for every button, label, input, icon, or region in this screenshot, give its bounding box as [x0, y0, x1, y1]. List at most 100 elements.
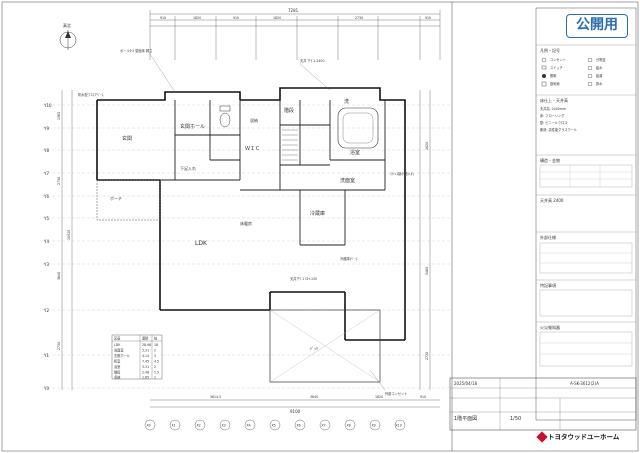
dim-left-3: 2730: [57, 342, 61, 350]
row-label: Y10: [43, 103, 52, 108]
area-cell: 1.5: [154, 371, 159, 375]
area-cell: 3.31: [142, 349, 149, 353]
area-cell: 4.5: [154, 360, 159, 364]
area-cell: 2: [154, 349, 156, 353]
note: ボールﾀｲﾙ 壁面床 脚立: [120, 48, 153, 53]
area-cell: 1: [154, 376, 156, 380]
annotations: ボールﾀｲﾙ 壁面床 脚立 天井 下ﾗ 1-2400 防水型フロアﾍﾞｰｽ ｽﾃ…: [78, 48, 415, 396]
area-table: 区画 面積 帖 LDK 28.98 18 洗面室 3.31 2 玄関ホール 4.…: [111, 334, 163, 380]
label-porch: ポーチ: [110, 195, 122, 201]
label-shoe: 下足入れ: [180, 165, 196, 171]
area-cell: 洗面室: [114, 348, 124, 353]
row-label: Y6: [43, 194, 49, 199]
area-cell: 階段: [114, 370, 121, 375]
dim-left-2: 3640: [57, 272, 61, 280]
legend-item: 給湯: [596, 73, 603, 78]
dim-left-total: 10920: [67, 230, 71, 240]
public-badge: 公開用: [566, 14, 628, 38]
legend-items: コンセント スイッチ 照明 換気扇 分電盤 給水 給湯 排水: [541, 57, 606, 87]
dim-top-0: 910: [160, 16, 166, 20]
spec-insul: 断熱: 高性能グラスウール: [540, 127, 578, 132]
bottom-dimensions: 3614.5 3640 1820 910 9100: [150, 395, 440, 414]
area-cell: 2.48: [142, 371, 149, 375]
room-fridge: 冷蔵庫: [310, 210, 325, 217]
row-label: Y4: [43, 239, 49, 244]
column-labels: X0 X1 X2 X3 X4 X5 X6 X7 X8 X9 X10: [144, 419, 406, 431]
col-label: X9: [372, 424, 376, 428]
area-cell: 28.98: [142, 343, 151, 347]
area-cell: 18: [154, 343, 158, 347]
legend-item: 換気扇: [550, 81, 560, 86]
toilet: [219, 105, 231, 128]
row-labels: Y10 Y9 Y8 Y7 Y6 Y5 Y4 Y3 Y2 Y1 Y0: [43, 103, 52, 391]
deck: [269, 309, 381, 383]
dim-bottom-2: 1820: [375, 395, 383, 399]
area-cell: 4.14: [142, 354, 149, 358]
room-ldk: LDK: [195, 240, 208, 247]
col-label: X0: [147, 424, 151, 428]
porch: [96, 179, 161, 221]
area-cell: 浴室: [114, 364, 120, 369]
spec-floor: 床: フローリング: [540, 113, 565, 118]
room-washroom: 洗面室: [340, 177, 355, 184]
col-label: X1: [172, 424, 176, 428]
note: 天井下ﾗ 1 CH-150: [290, 276, 317, 281]
legend-item: コンセント: [550, 57, 566, 62]
section-heading: 床仕上・天井高: [540, 97, 568, 103]
area-cell: LDK: [114, 343, 121, 347]
dim-bottom-1: 3640: [310, 395, 318, 399]
dim-top-2: 910: [233, 16, 239, 20]
north-arrow: 真北: [59, 22, 77, 50]
section-heading: 特記事項: [540, 282, 556, 288]
room-wash: 洗: [344, 98, 349, 105]
dim-left-0: 1365: [57, 112, 61, 120]
col-label: X2: [197, 424, 201, 428]
area-cell: 和室: [114, 359, 120, 364]
walls: [96, 87, 406, 341]
note: 天井 下ﾗ 1-2400: [300, 58, 324, 63]
area-header: 面積: [142, 336, 149, 341]
label-deck: ﾃﾞｯｷ: [310, 345, 318, 351]
row-label: Y8: [43, 148, 49, 153]
dim-top-4: 2730: [355, 16, 363, 20]
grid-lines: [42, 104, 450, 389]
top-dimensions: 7281 910 1820 910 1820 2730 910: [149, 8, 441, 60]
legend-title: 凡例・記号: [540, 47, 560, 53]
stairs: [282, 129, 298, 161]
dim-right-1: 5460: [425, 267, 429, 275]
col-label: X8: [347, 424, 351, 428]
area-cell: 3: [154, 354, 156, 358]
note: 冷蔵庫ｽﾍﾟｰｽ: [340, 256, 358, 261]
dim-right-2: 2730: [425, 352, 429, 360]
drawing-scale: 1/50: [510, 416, 521, 422]
area-cell: 7.45: [142, 360, 149, 364]
title-block: 2025/04/18 A-SK-3612(2)A 1階平面図 1/50: [449, 377, 637, 431]
col-label: X3: [222, 424, 226, 428]
row-label: Y1: [43, 353, 49, 358]
row-label: Y2: [43, 308, 49, 313]
legend-item: 分電盤: [596, 57, 606, 62]
drawing-number: A-SK-3612(2)A: [570, 381, 599, 386]
dim-right-0: 1820: [425, 142, 429, 150]
dim-top-1: 1820: [193, 16, 201, 20]
note: ｽﾃﾝﾚｽ製小物入れ: [390, 171, 415, 176]
bathtub: [337, 107, 379, 149]
logo-mark-icon: [536, 431, 548, 443]
section-heading: 火災報知器: [540, 324, 560, 330]
row-label: Y7: [43, 171, 49, 176]
dim-top-5: 910: [425, 16, 431, 20]
dim-bottom-3: 910: [420, 395, 426, 399]
col-label: X4: [247, 424, 251, 428]
dim-bottom-0: 3614.5: [210, 395, 221, 399]
label-floorheat: 床暖房: [240, 220, 252, 226]
row-label: Y3: [43, 262, 49, 267]
date-code: 2025/04/18: [454, 381, 478, 386]
row-label: Y0: [43, 386, 49, 391]
north-label: 真北: [63, 22, 71, 28]
area-cell: 1.65: [142, 376, 149, 380]
area-cell: 収納: [114, 375, 120, 380]
brand-logo: トヨタウッドユーホーム: [536, 430, 638, 444]
area-header: 帖: [154, 336, 158, 341]
interior-walls: [160, 100, 386, 246]
